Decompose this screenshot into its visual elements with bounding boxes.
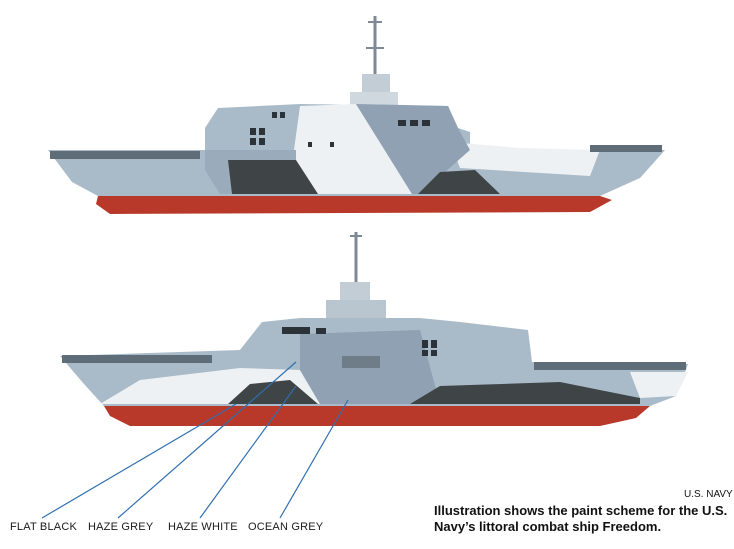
hull-bottom-red (104, 406, 650, 426)
deck-railing (50, 151, 200, 159)
hull-bottom-red (96, 196, 612, 214)
deck-railing (590, 145, 662, 152)
label-haze-grey: HAZE GREY (88, 521, 154, 533)
deck-railing (534, 362, 686, 370)
leader-line-haze-grey (117, 361, 297, 519)
ship-mast (326, 232, 386, 318)
flat-black-panel (418, 170, 500, 194)
caption-line-1: Illustration shows the paint scheme for … (434, 503, 728, 518)
leader-line-ocean-grey (279, 399, 349, 519)
label-ocean-grey: OCEAN GREY (248, 521, 324, 533)
ship-windows (250, 112, 430, 147)
ship-mast (350, 16, 398, 108)
leader-line-flat-black (41, 403, 237, 519)
caption: Illustration shows the paint scheme for … (434, 503, 727, 535)
ship-side-view (48, 16, 665, 214)
flat-black-panel (410, 382, 640, 404)
ship-perspective-view (60, 232, 688, 426)
leader-line-haze-white (199, 385, 297, 519)
label-flat-black: FLAT BLACK (10, 521, 78, 533)
flat-black-panel (228, 160, 318, 194)
caption-line-2: Navy’s littoral combat ship Freedom. (434, 519, 662, 534)
haze-white-panel (450, 142, 600, 176)
haze-white-panel (630, 372, 688, 398)
ocean-grey-panel (356, 104, 470, 194)
deck-railing (62, 355, 212, 363)
haze-white-panel (294, 104, 412, 194)
ship-windows (282, 327, 437, 368)
photo-credit: U.S. NAVY (684, 489, 733, 500)
label-haze-white: HAZE WHITE (168, 521, 238, 533)
legend-leader-lines (41, 361, 349, 519)
